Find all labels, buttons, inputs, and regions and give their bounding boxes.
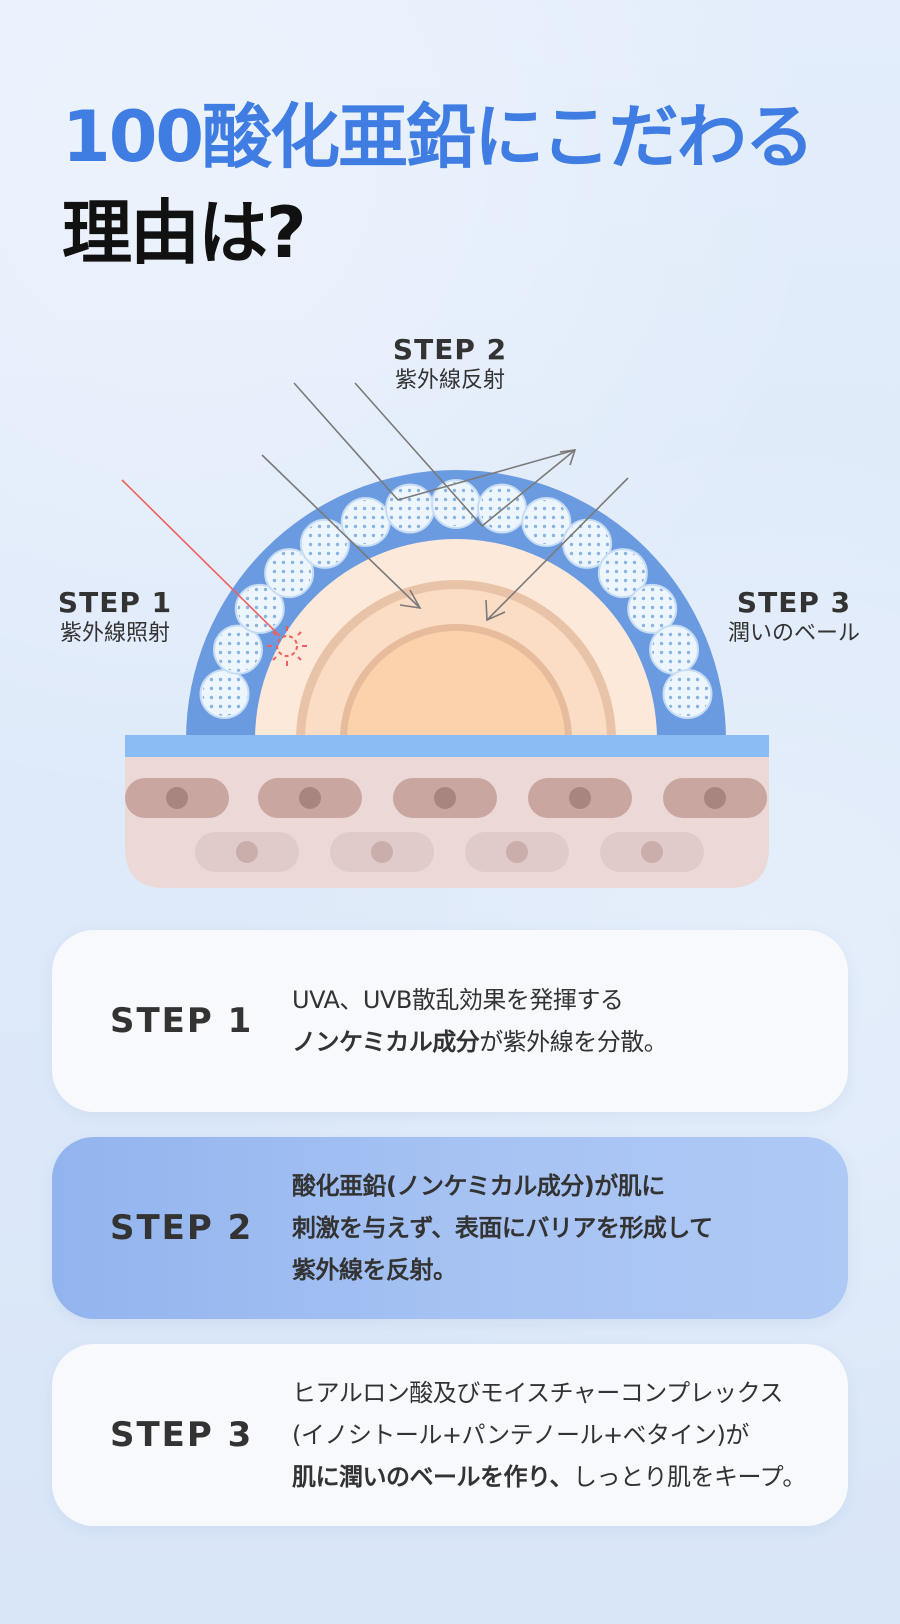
diagram-illustration: [121, 382, 769, 888]
step3-line-3-bold: 肌に潤いのベールを作り、: [292, 1463, 574, 1491]
particle-dots: [237, 586, 282, 631]
particle-dots: [565, 521, 610, 566]
step1-line-2-text: が紫外線を分散。: [479, 1028, 668, 1056]
skin-cell-nucleus: [166, 787, 188, 809]
diagram-step3-text: 潤いのベール: [727, 621, 860, 646]
step1-card-title: STEP 1: [110, 1001, 254, 1041]
particle-dots: [524, 499, 569, 544]
page-title-line-1: 100酸化亜鉛にこだわる: [62, 96, 815, 178]
step3-line-1: ヒアルロン酸及びモイスチャーコンプレックス: [292, 1372, 806, 1414]
skin-cells-row-2: [195, 832, 704, 872]
step2-card-description: 酸化亜鉛(ノンケミカル成分)が肌に 刺激を与えず、表面にバリアを形成して 紫外線…: [292, 1137, 713, 1319]
skin-cell-nucleus: [236, 841, 258, 863]
skin-cell-nucleus: [434, 787, 456, 809]
step2-line-3: 紫外線を反射。: [292, 1249, 713, 1291]
step2-card: STEP 2 酸化亜鉛(ノンケミカル成分)が肌に 刺激を与えず、表面にバリアを形…: [52, 1137, 848, 1319]
step1-line-2: ノンケミカル成分が紫外線を分散。: [292, 1021, 668, 1063]
diagram-step2-text: 紫外線反射: [394, 368, 505, 393]
particle-dots: [652, 627, 697, 672]
step2-card-title: STEP 2: [110, 1208, 254, 1248]
diagram-step1-title: STEP 1: [57, 586, 173, 619]
particle-dots: [480, 486, 525, 531]
step2-line-3-bold: 紫外線を反射。: [292, 1256, 457, 1284]
particle-dots: [387, 486, 432, 531]
step3-line-2: (イノシトール+パンテノール+ベタイン)が: [292, 1414, 806, 1456]
step2-line-1-bold: 酸化亜鉛(ノンケミカル成分)が肌に: [292, 1172, 665, 1200]
particle-dots: [267, 551, 312, 596]
step2-line-1: 酸化亜鉛(ノンケミカル成分)が肌に: [292, 1165, 713, 1207]
step3-card-title: STEP 3: [110, 1415, 254, 1455]
diagram-label-step2: STEP 2 紫外線反射: [380, 332, 520, 395]
step3-card-description: ヒアルロン酸及びモイスチャーコンプレックス (イノシトール+パンテノール+ベタイ…: [292, 1344, 806, 1526]
particle-dots: [630, 586, 675, 631]
step1-card: STEP 1 UVA、UVB散乱効果を発揮する ノンケミカル成分が紫外線を分散。: [52, 930, 848, 1112]
particle-dots: [302, 521, 347, 566]
skin-cell-nucleus: [569, 787, 591, 809]
skin-surface-line: [125, 735, 769, 757]
skin-cell-nucleus: [704, 787, 726, 809]
step3-line-1-text: ヒアルロン酸及びモイスチャーコンプレックス: [292, 1379, 783, 1407]
particle-dots: [600, 551, 645, 596]
skin-cell-nucleus: [299, 787, 321, 809]
uv-ray: [121, 479, 281, 637]
diagram-step1-text: 紫外線照射: [59, 621, 170, 646]
step3-card: STEP 3 ヒアルロン酸及びモイスチャーコンプレックス (イノシトール+パンテ…: [52, 1344, 848, 1526]
skin-core-fill: [347, 631, 565, 740]
step2-line-2: 刺激を与えず、表面にバリアを形成して: [292, 1207, 713, 1249]
particle-dots: [434, 482, 478, 526]
skin-cells-row-1: [125, 778, 767, 818]
step3-line-3-text: しっとり肌をキープ。: [573, 1463, 806, 1491]
step1-card-description: UVA、UVB散乱効果を発揮する ノンケミカル成分が紫外線を分散。: [292, 930, 668, 1112]
particle-dots: [202, 671, 247, 716]
step3-line-3: 肌に潤いのベールを作り、しっとり肌をキープ。: [292, 1456, 806, 1498]
uv-impact-icon: [267, 626, 307, 666]
particle-dots: [215, 627, 260, 672]
step3-line-2-text: (イノシトール+パンテノール+ベタイン)が: [292, 1421, 749, 1449]
diagram-label-step1: STEP 1 紫外線照射: [40, 585, 190, 648]
particle-dots: [665, 671, 710, 716]
diagram-label-step3: STEP 3 潤いのベール: [717, 585, 871, 648]
skin-cell-nucleus: [506, 841, 528, 863]
diagram-step3-title: STEP 3: [736, 586, 852, 619]
step1-line-1: UVA、UVB散乱効果を発揮する: [292, 979, 667, 1021]
page-title-line-2: 理由は?: [62, 192, 307, 274]
uv-protection-diagram: STEP 2 紫外線反射 STEP 1 紫外線照射 STEP 3 潤いのベール: [0, 300, 900, 900]
diagram-step2-title: STEP 2: [392, 333, 508, 366]
skin-cell-nucleus: [371, 841, 393, 863]
step1-line-2-bold: ノンケミカル成分: [292, 1028, 480, 1056]
step1-line-1-text: UVA、UVB散乱効果を発揮する: [292, 986, 624, 1014]
skin-cell-nucleus: [641, 841, 663, 863]
step2-line-2-bold: 刺激を与えず、表面にバリアを形成して: [292, 1214, 713, 1242]
uv-reflection-rays: [261, 382, 629, 622]
particle-dots: [343, 499, 388, 544]
